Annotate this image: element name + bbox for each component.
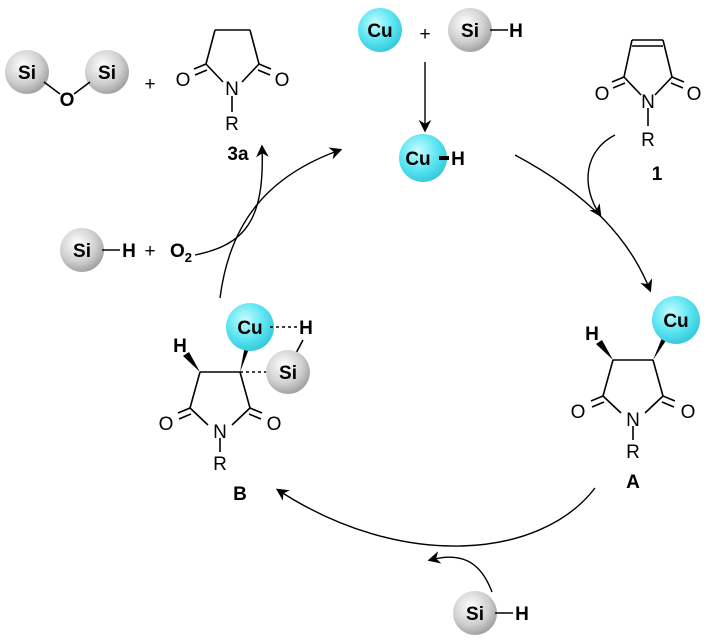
svg-text:N: N [225, 79, 239, 100]
svg-text:Si: Si [18, 63, 36, 84]
dioxygen: O2 [170, 241, 192, 265]
silane-reagent-bottom: Si H [453, 591, 529, 635]
cycle-arrow-cuh-to-a [514, 154, 653, 293]
label-product: 3a [227, 144, 249, 165]
svg-text:N: N [641, 92, 655, 113]
cu-reagent: Cu [358, 8, 402, 52]
svg-text:O: O [275, 70, 290, 91]
plus-sign-top: + [419, 24, 430, 45]
h-label: H [451, 149, 465, 170]
svg-text:H: H [299, 318, 313, 339]
intermediate-a: O O N R H Cu A [571, 296, 700, 493]
svg-text:R: R [213, 454, 227, 475]
si-sphere [448, 8, 492, 52]
label-maleimide: 1 [652, 164, 663, 185]
svg-text:O: O [176, 70, 191, 91]
svg-text:H: H [122, 241, 136, 262]
svg-text:R: R [225, 114, 239, 135]
svg-text:O: O [267, 414, 282, 435]
svg-text:N: N [213, 422, 227, 443]
cycle-arrow-b-to-cuh [219, 147, 343, 299]
svg-text:O: O [681, 402, 696, 423]
silane-reagent-top: Si H [448, 8, 523, 52]
svg-text:Si: Si [73, 241, 91, 262]
cycle-arrows [194, 62, 653, 593]
svg-text:H: H [173, 336, 187, 357]
svg-text:Cu: Cu [237, 318, 262, 339]
svg-text:R: R [641, 130, 655, 151]
disiloxane: Si Si O [5, 50, 129, 111]
svg-text:O: O [571, 402, 586, 423]
svg-text:Si: Si [279, 363, 297, 384]
svg-text:O: O [595, 84, 610, 105]
svg-text:Si: Si [98, 63, 116, 84]
cycle-arrow-a-to-b [275, 487, 596, 547]
maleimide-structure: O O N R 1 [595, 39, 702, 185]
svg-text:Cu: Cu [663, 311, 688, 332]
cu-label: Cu [405, 149, 430, 170]
cu-sphere [399, 134, 447, 182]
plus-sign-left: + [144, 74, 155, 95]
copper-hydride: Cu H [399, 134, 465, 182]
svg-text:O: O [159, 414, 174, 435]
arrow-product-release [194, 144, 269, 256]
cu-sphere [358, 8, 402, 52]
svg-text:R: R [626, 442, 640, 463]
label-intermediate-b: B [233, 484, 247, 505]
cu-label: Cu [367, 21, 392, 42]
si-label: Si [461, 21, 479, 42]
svg-text:H: H [515, 604, 529, 625]
svg-text:H: H [585, 324, 599, 345]
svg-text:N: N [626, 410, 640, 431]
svg-text:Si: Si [466, 604, 484, 625]
intermediate-b: O O N R H Cu H Si B [159, 303, 313, 505]
arrow-silane-entry [427, 551, 493, 593]
label-intermediate-a: A [626, 472, 640, 493]
arrow-maleimide-entry [587, 134, 616, 218]
silane-plus-oxygen: Si H + O2 [60, 228, 192, 272]
succinimide-product: O O N R 3a [176, 29, 290, 165]
h-label: H [509, 21, 523, 42]
svg-text:O: O [687, 84, 702, 105]
svg-text:+: + [144, 241, 155, 262]
oxygen-bridge: O [60, 90, 75, 111]
